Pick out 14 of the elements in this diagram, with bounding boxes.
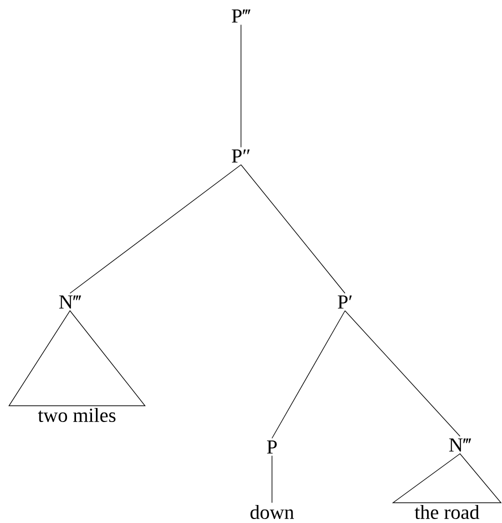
tree-label: P′	[338, 295, 352, 309]
tree-label: N‴	[449, 438, 472, 452]
branch-line	[344, 310, 460, 437]
branch-line	[70, 164, 242, 294]
tree-label: P	[267, 440, 277, 454]
tree-label: P‴	[232, 9, 250, 23]
branch-line	[240, 24, 242, 148]
branch-line	[240, 164, 346, 294]
tree-label: N‴	[59, 295, 82, 309]
branch-line	[272, 310, 346, 439]
tree-label: down	[250, 504, 294, 520]
tree-label: P″	[232, 149, 250, 163]
tree-label: two miles	[38, 408, 116, 422]
tree-label: the road	[414, 504, 480, 520]
